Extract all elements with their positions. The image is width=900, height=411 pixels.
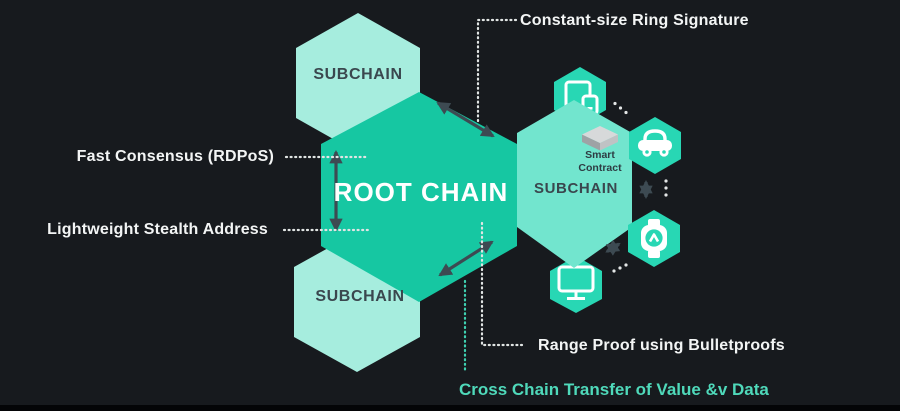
arrow-bottom-diagonal [438, 240, 494, 277]
connector-dots [612, 101, 668, 273]
annotation-ring-signature: Constant-size Ring Signature [520, 12, 749, 29]
subchain-top-left-label: SUBCHAIN [313, 66, 403, 83]
smart-contract-label: Smart Contract [578, 149, 621, 175]
annotation-stealth-address: Lightweight Stealth Address [47, 221, 268, 238]
smart-contract-line1: Smart [585, 149, 615, 161]
leader-range-proof [480, 221, 526, 347]
annotation-fast-consensus: Fast Consensus (RDPoS) [76, 148, 274, 165]
subchain-right-label: SUBCHAIN [534, 180, 618, 197]
flow-arrows [329, 101, 653, 277]
annotation-cross-chain: Cross Chain Transfer of Value &v Data [459, 380, 769, 399]
subchain-bottom-left-label: SUBCHAIN [315, 288, 405, 305]
annotation-range-proof: Range Proof using Bulletproofs [538, 337, 785, 354]
leader-ring-signature [476, 18, 518, 123]
car-icon [638, 129, 672, 157]
bottom-border-strip [0, 405, 900, 411]
monitor-hexagon [550, 256, 602, 313]
smart-contract-line2: Contract [578, 162, 622, 174]
dotted-leader-lines [282, 18, 526, 347]
arrow-top-diagonal [436, 101, 495, 138]
root-chain-title: ROOT CHAIN [333, 177, 509, 207]
arrow-monitor-watch [605, 239, 621, 256]
smart-contract-box-icon [582, 126, 618, 151]
smartwatch-icon [641, 219, 667, 258]
desktop-monitor-icon [557, 265, 595, 300]
